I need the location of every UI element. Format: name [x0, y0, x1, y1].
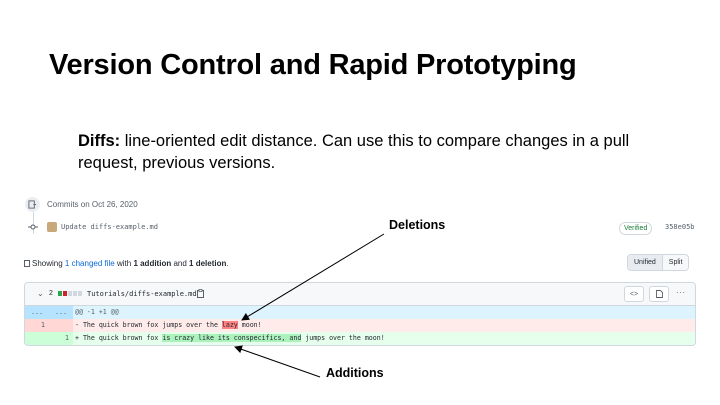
- file-diff: ⌄ 2 Tutorials/diffs-example.md <> ··· ..…: [24, 282, 696, 346]
- new-line-number[interactable]: 1: [49, 332, 73, 345]
- addition-row: 1 + The quick brown fox is crazy like it…: [25, 332, 695, 345]
- hunk-expand-right[interactable]: ...: [49, 306, 73, 319]
- file-header: ⌄ 2 Tutorials/diffs-example.md <> ···: [25, 283, 695, 306]
- body-term: Diffs:: [78, 132, 121, 150]
- kebab-icon[interactable]: ···: [676, 288, 686, 297]
- summary-count: 1: [64, 259, 70, 268]
- diff-view-toggle: Unified Split: [627, 254, 690, 271]
- file-path[interactable]: Tutorials/diffs-example.md: [87, 290, 197, 298]
- diffstat-block: [58, 291, 62, 296]
- deleted-text-end: moon!: [237, 321, 262, 329]
- hunk-header: @@ -1 +1 @@: [75, 308, 119, 316]
- copy-icon[interactable]: [197, 289, 205, 298]
- deleted-text: - The quick brown fox jumps over the: [75, 321, 222, 329]
- unified-button[interactable]: Unified: [628, 255, 663, 270]
- avatar[interactable]: [47, 222, 57, 232]
- summary-additions: 1 addition: [133, 259, 172, 268]
- diffstat-block: [78, 291, 82, 296]
- additions-label: Additions: [326, 366, 384, 380]
- file-icon[interactable]: [649, 286, 669, 302]
- hunk-expand-left[interactable]: ...: [25, 306, 49, 319]
- body-text: Diffs: line-oriented edit distance. Can …: [78, 130, 650, 174]
- verified-badge[interactable]: Verified: [619, 222, 653, 235]
- chevron-down-icon[interactable]: ⌄: [37, 289, 44, 298]
- diffstat-block: [68, 291, 72, 296]
- diffstat-block: [73, 291, 77, 296]
- summary-prefix: Showing: [32, 259, 65, 268]
- diffstat-blocks: [58, 291, 82, 296]
- summary-suffix: .: [226, 259, 229, 268]
- split-button[interactable]: Split: [662, 255, 689, 270]
- changed-file-link[interactable]: changed file: [71, 259, 115, 268]
- diffstat-block: [63, 291, 67, 296]
- added-code: + The quick brown fox is crazy like its …: [73, 332, 695, 345]
- change-count: 2: [49, 290, 53, 297]
- deleted-highlight: lazy: [221, 321, 238, 329]
- commits-heading: Commits on Oct 26, 2020: [47, 200, 138, 209]
- deletions-label: Deletions: [389, 218, 446, 232]
- summary-and: and: [171, 259, 190, 268]
- body-description: line-oriented edit distance. Can use thi…: [78, 132, 630, 172]
- commit-node-icon: [28, 224, 38, 230]
- added-text-end: jumps over the moon!: [301, 334, 385, 342]
- added-highlight: is crazy like its conspecifics, and: [162, 334, 302, 342]
- old-line-number[interactable]: 1: [25, 319, 49, 332]
- code-icon[interactable]: <>: [624, 286, 644, 302]
- commit-sha[interactable]: 358e05b: [665, 223, 695, 231]
- file-diff-icon: [24, 260, 30, 267]
- commit-message[interactable]: Update diffs-example.md: [61, 223, 158, 231]
- old-line-number-empty: [25, 332, 49, 345]
- new-line-number-empty: [49, 319, 73, 332]
- github-diff-screenshot: Commits on Oct 26, 2020 Update diffs-exa…: [22, 190, 696, 350]
- summary-deletions: 1 deletion: [189, 259, 227, 268]
- git-commit-icon: [25, 197, 40, 212]
- hunk-row: ... ... @@ -1 +1 @@: [25, 306, 695, 319]
- additions-arrow: [234, 345, 321, 378]
- deleted-code: - The quick brown fox jumps over the laz…: [73, 319, 695, 332]
- slide-title: Version Control and Rapid Prototyping: [49, 49, 577, 81]
- summary-middle: with: [114, 259, 134, 268]
- added-text: + The quick brown fox: [75, 334, 163, 342]
- diff-summary: Showing 1 changed file with 1 addition a…: [24, 259, 229, 268]
- timeline-line: [33, 208, 34, 234]
- deletion-row: 1 - The quick brown fox jumps over the l…: [25, 319, 695, 332]
